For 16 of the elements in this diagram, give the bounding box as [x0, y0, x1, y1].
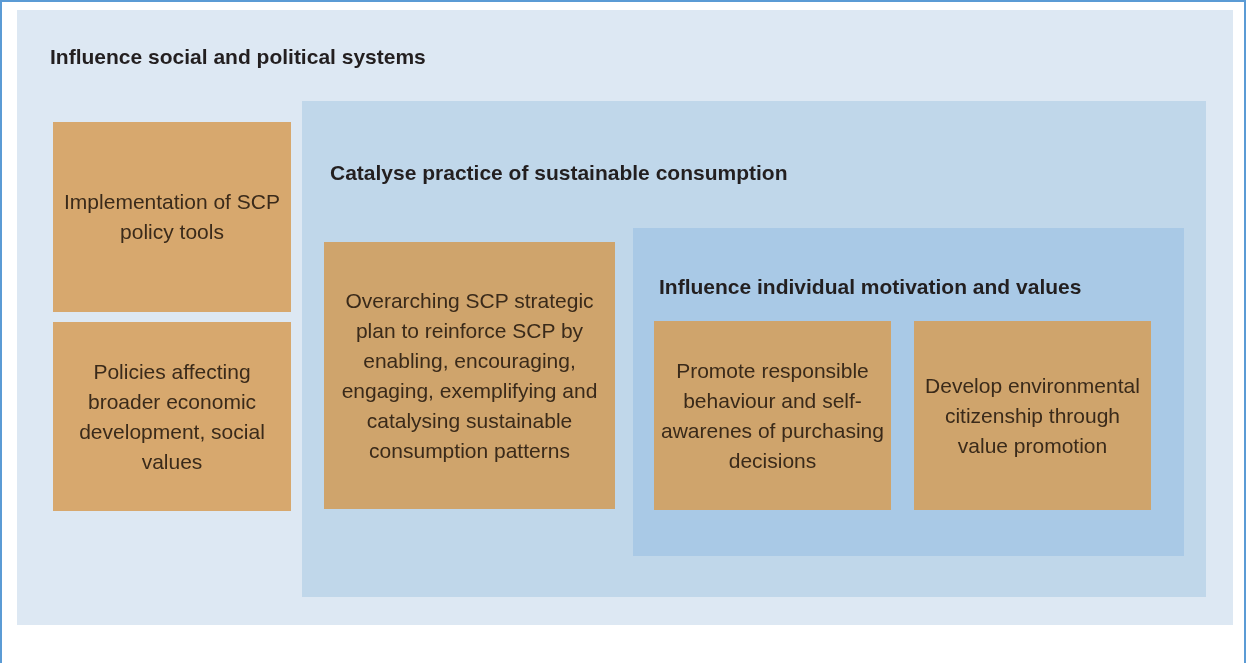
- panel-heading: Influence social and political systems: [50, 45, 426, 69]
- group-panel: [633, 228, 1184, 556]
- group-panel: [302, 101, 1206, 597]
- process-box: [914, 321, 1151, 510]
- process-box: [324, 242, 615, 509]
- panel-heading: Catalyse practice of sustainable consumption: [330, 161, 788, 185]
- process-box: [53, 322, 291, 511]
- box-text: Policies affecting broader economic development, social values: [78, 358, 266, 475]
- process-box: [53, 122, 291, 312]
- process-box: [654, 321, 891, 510]
- box-text: Implementation of SCP policy tools: [63, 189, 281, 245]
- box-text: Overarching SCP strategic plan to reinforce SCP by enabling, encouraging, engaging, exemplifying and catalysing sustainable consumption patterns: [340, 287, 599, 464]
- panel-heading: Influence individual motivation and values: [659, 275, 1082, 299]
- box-text: Promote responsible behaviour and self-awarenes of purchasing decisions: [660, 357, 885, 474]
- box-text: Develop environmental citizenship through value promotion: [924, 372, 1141, 459]
- group-panel: [17, 10, 1233, 625]
